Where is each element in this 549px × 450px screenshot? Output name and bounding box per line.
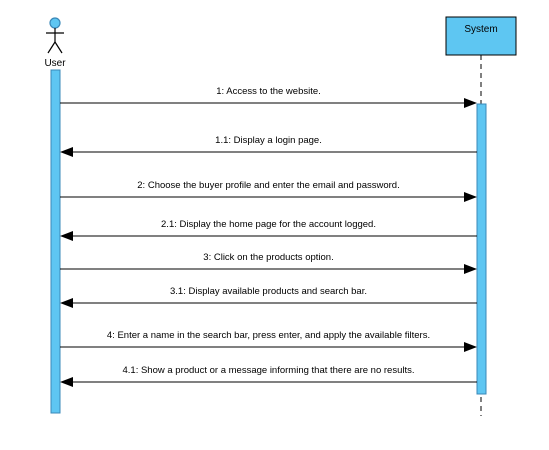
actor-right-leg — [54, 41, 63, 54]
message-arrowhead-icon — [60, 231, 73, 241]
message-label: 3: Click on the products option. — [203, 252, 333, 263]
message-arrowhead-icon — [464, 264, 477, 274]
actor-left-leg — [47, 41, 56, 54]
actor-label: User — [44, 58, 66, 69]
system-label: System — [464, 24, 497, 35]
message-label: 2.1: Display the home page for the accou… — [161, 219, 376, 230]
message-arrowhead-icon — [60, 298, 73, 308]
message-label: 2: Choose the buyer profile and enter th… — [137, 180, 399, 191]
messages-group: 1: Access to the website. 1.1: Display a … — [60, 86, 477, 387]
message-arrowhead-icon — [464, 192, 477, 202]
message-arrowhead-icon — [60, 147, 73, 157]
message-label: 1.1: Display a login page. — [215, 135, 322, 146]
system-object-box — [445, 16, 517, 56]
system-activation-bar — [476, 103, 487, 395]
message-label: 3.1: Display available products and sear… — [170, 286, 367, 297]
message-label: 1: Access to the website. — [216, 86, 321, 97]
message-arrowhead-icon — [464, 98, 477, 108]
message-arrowhead-icon — [464, 342, 477, 352]
actor-stick-figure-icon — [46, 17, 64, 54]
user-activation-bar — [50, 69, 61, 414]
message-label: 4: Enter a name in the search bar, press… — [107, 330, 430, 341]
message-arrowhead-icon — [60, 377, 73, 387]
actor-head — [49, 17, 61, 29]
message-label: 4.1: Show a product or a message informi… — [122, 365, 414, 376]
